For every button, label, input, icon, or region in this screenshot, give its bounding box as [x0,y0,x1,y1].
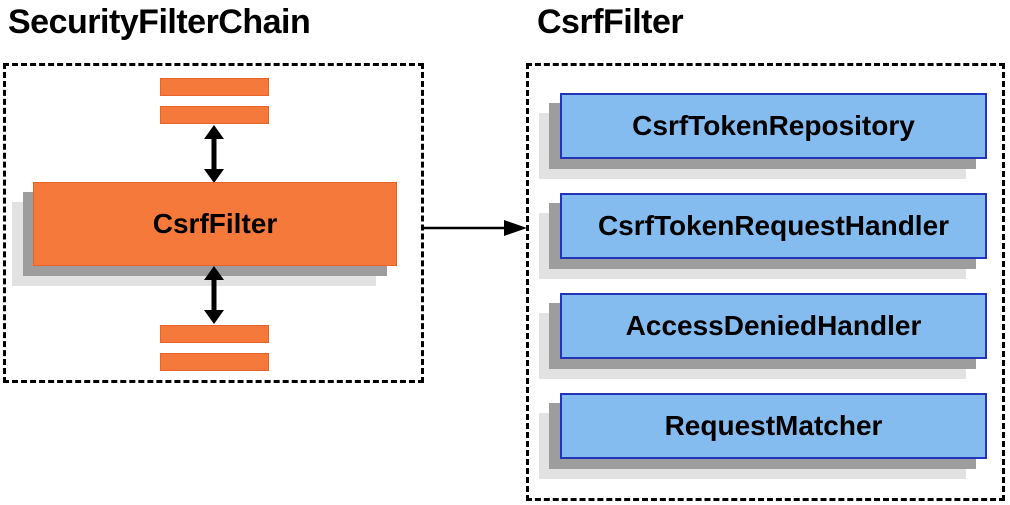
csrf-filter-components-container [526,63,1005,501]
component-label: CsrfTokenRequestHandler [597,210,950,241]
filter-bar-bottom-2 [160,353,269,371]
component-box-access-denied-handler: AccessDeniedHandler [560,293,987,359]
component-label: AccessDeniedHandler [625,310,922,341]
up-down-arrow-icon [203,266,225,324]
csrf-filter-box: CsrfFilter [33,182,397,266]
filter-bar-bottom-1 [160,325,269,343]
up-down-arrow-icon [203,125,225,183]
filter-bar-top-2 [160,106,269,124]
component-box-csrf-token-repository: CsrfTokenRepository [560,93,987,159]
security-filter-chain-container [3,63,424,383]
right-panel-title: CsrfFilter [537,3,684,41]
component-box-csrf-token-request-handler: CsrfTokenRequestHandler [560,193,987,259]
left-panel-title: SecurityFilterChain [8,3,311,41]
csrf-filter-box-label: CsrfFilter [152,208,278,239]
right-arrow-icon [424,217,528,239]
component-label: CsrfTokenRepository [632,110,915,141]
component-label: RequestMatcher [664,410,883,441]
filter-bar-top-1 [160,78,269,96]
component-box-request-matcher: RequestMatcher [560,393,987,459]
